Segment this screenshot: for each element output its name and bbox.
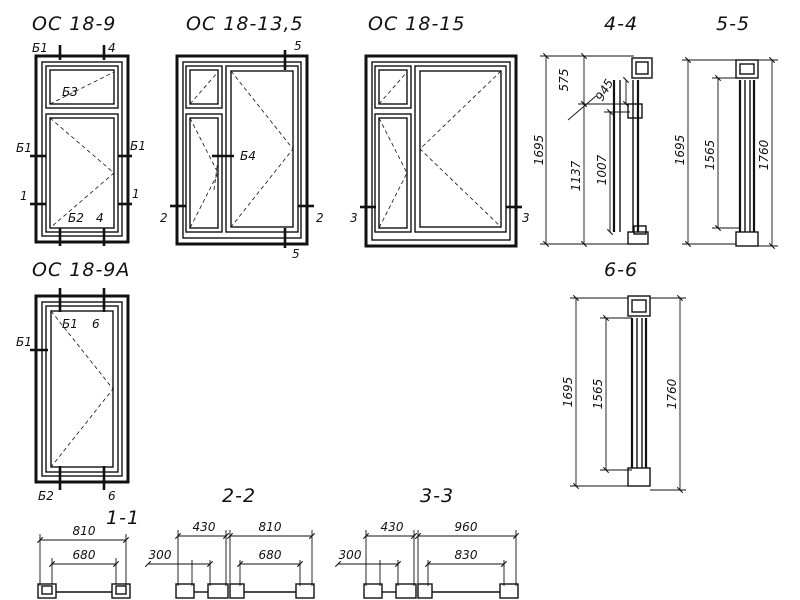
title-oc-18-9a: ОС 18-9А	[32, 259, 130, 281]
dim-1760: 1760	[665, 378, 679, 409]
cut-label-5: 5	[292, 247, 300, 261]
dim-300: 300	[149, 548, 172, 562]
dim-430: 430	[381, 520, 404, 534]
cut-label-3: 3	[522, 211, 530, 225]
section-3-3: 3-3 430 960 300 830	[334, 485, 520, 599]
dim-680: 680	[73, 548, 96, 562]
dim-1137: 1137	[569, 160, 583, 191]
window-oc-18-9a: ОС 18-9А Б1 6 Б1 Б2 6	[16, 259, 130, 503]
cut-label-b3: Б3	[62, 85, 78, 99]
section-4-4: 4-4 1695 575 945 1137 1007	[532, 13, 653, 248]
dim-960: 960	[455, 520, 478, 534]
window-oc-18-13-5: ОС 18-13,5 5 Б4 2 2 5	[160, 13, 324, 261]
dim-1695: 1695	[673, 135, 687, 166]
dim-945: 945	[593, 77, 617, 104]
window-oc-18-15: ОС 18-15 3 3	[350, 13, 530, 248]
section-2-2: 2-2 430 810 300 680	[144, 485, 316, 599]
dim-680: 680	[259, 548, 282, 562]
section-6-6: 6-6 1695 1565 1760	[561, 259, 686, 494]
dim-1695: 1695	[532, 135, 546, 166]
title-section-4-4: 4-4	[604, 13, 638, 35]
cut-label-b2: Б2	[68, 211, 84, 225]
cut-label-1: 1	[20, 189, 28, 203]
title-section-1-1: 1-1	[106, 507, 140, 529]
dim-300: 300	[339, 548, 362, 562]
cut-label-6: 6	[108, 489, 116, 503]
cut-label-b1: Б1	[130, 139, 146, 153]
title-oc-18-9: ОС 18-9	[32, 13, 116, 35]
cut-label-6: 6	[92, 317, 100, 331]
cut-label-b1: Б1	[16, 141, 32, 155]
dim-1760: 1760	[757, 139, 771, 170]
dim-1565: 1565	[703, 140, 717, 171]
section-1-1: 1-1 810 680	[36, 507, 140, 599]
dim-810: 810	[259, 520, 282, 534]
opening-sash	[49, 117, 115, 229]
window-oc-18-9: ОС 18-9 Б1 4 Б3 Б1 Б1 1 1 Б2 4	[16, 13, 146, 246]
dim-830: 830	[455, 548, 478, 562]
title-oc-18-13-5: ОС 18-13,5	[186, 13, 304, 35]
title-oc-18-15: ОС 18-15	[368, 13, 465, 35]
cut-label-b1: Б1	[32, 41, 48, 55]
cut-label-4: 4	[108, 41, 116, 55]
cut-label-b1: Б1	[62, 317, 78, 331]
dim-1695: 1695	[561, 377, 575, 408]
cut-label-4: 4	[96, 211, 104, 225]
opening-transom	[49, 71, 115, 105]
cut-label-1: 1	[132, 187, 140, 201]
dim-810: 810	[73, 524, 96, 538]
section-5-5: 5-5 1695 1565 1760	[673, 13, 778, 250]
cut-label-b4: Б4	[240, 149, 256, 163]
title-section-5-5: 5-5	[716, 13, 750, 35]
cut-label-b2: Б2	[38, 489, 54, 503]
cut-label-2: 2	[160, 211, 168, 225]
title-section-2-2: 2-2	[222, 485, 256, 507]
dim-430: 430	[193, 520, 216, 534]
dim-575: 575	[557, 69, 571, 92]
cut-label-b1: Б1	[16, 335, 32, 349]
cut-label-3: 3	[350, 211, 358, 225]
cut-label-5: 5	[294, 39, 302, 53]
title-section-6-6: 6-6	[604, 259, 638, 281]
dim-1007: 1007	[595, 154, 609, 185]
cut-label-2: 2	[316, 211, 324, 225]
title-section-3-3: 3-3	[420, 485, 454, 507]
dim-1565: 1565	[591, 379, 605, 410]
